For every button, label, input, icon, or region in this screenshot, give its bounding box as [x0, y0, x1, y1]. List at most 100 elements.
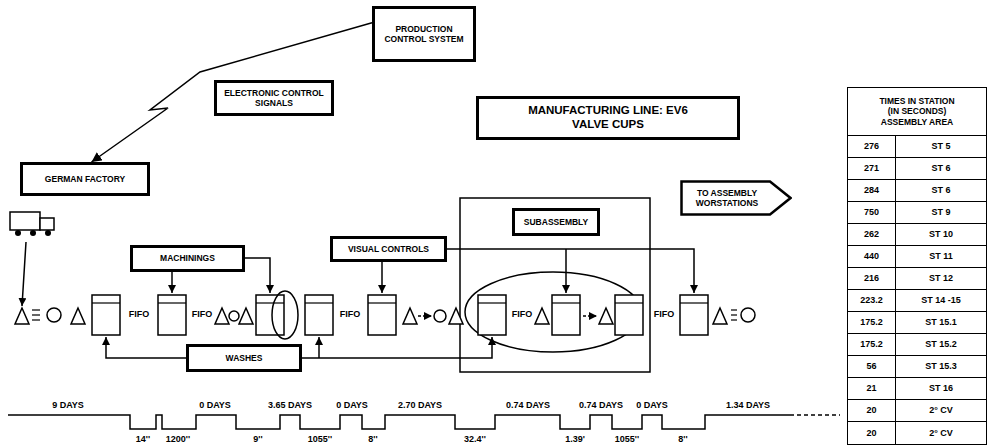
inventory-triangle — [535, 308, 549, 324]
node-text: VISUAL CONTROLS — [348, 244, 429, 254]
process-box — [368, 295, 396, 335]
table-cell: ST 9 — [896, 202, 986, 224]
inventory-triangle — [215, 308, 229, 324]
leader-arrow — [318, 337, 320, 358]
lead-time-days: 0 DAYS — [635, 400, 669, 411]
truck-icon — [10, 212, 40, 230]
shipment-arrow: TO ASSEMBLY WORSTATIONS — [680, 180, 792, 216]
push-circle — [47, 308, 61, 322]
leader-arrow — [381, 262, 383, 293]
station-time: 750 — [864, 207, 879, 218]
station-time: 175.2 — [860, 317, 883, 328]
table-header-cell: TIMES IN STATION (IN SECONDS) ASSEMBLY A… — [848, 88, 986, 136]
cycle-time: 14'' — [135, 434, 151, 445]
process-label-box: VISUAL CONTROLS — [330, 236, 447, 262]
station-time: 276 — [864, 141, 879, 152]
fifo-label: FIFO — [339, 309, 362, 320]
cycle-time: 1.39' — [564, 434, 586, 445]
inventory-triangle — [403, 308, 417, 324]
node-text-group: ELECTRONIC CONTROL SIGNALS — [221, 88, 327, 108]
title-group: MANUFACTURING LINE: EV6 VALVE CUPS — [513, 104, 703, 132]
supermarket-icon — [731, 314, 737, 315]
process-box — [478, 295, 506, 335]
table-cell: ST 16 — [896, 378, 986, 400]
station-name: ST 10 — [929, 229, 953, 240]
cycle-time: 9'' — [252, 434, 263, 445]
process-label-box: MACHININGS — [130, 245, 245, 272]
node-text: WASHES — [226, 353, 263, 363]
leader-arrow — [106, 337, 186, 358]
node-text: SUBASSEMBLY — [524, 217, 588, 227]
inventory-triangle — [599, 308, 613, 324]
title-text: MANUFACTURING LINE: EV6 VALVE CUPS — [513, 104, 703, 132]
station-name: ST 15.1 — [925, 317, 957, 328]
shipment-arrow — [22, 242, 26, 306]
node-text-group: VISUAL CONTROLS — [348, 244, 429, 254]
lead-time-days: 0 DAYS — [198, 400, 232, 411]
process-box-header — [368, 302, 396, 303]
inventory-triangle — [71, 308, 85, 324]
lead-time-days: 0 DAYS — [335, 400, 369, 411]
station-time: 262 — [864, 229, 879, 240]
table-cell: 284 — [848, 180, 896, 202]
table-cell: 2° CV — [896, 422, 986, 444]
station-name: ST 5 — [931, 141, 950, 152]
truck-icon — [40, 218, 54, 230]
node-text-group: SUBASSEMBLY — [524, 217, 588, 227]
table-cell: 440 — [848, 246, 896, 268]
station-time: 175.2 — [860, 339, 883, 350]
process-box-header — [92, 302, 120, 303]
table-cell: ST 10 — [896, 224, 986, 246]
lead-time-days: 0.74 DAYS — [505, 400, 551, 411]
leader-arrow — [565, 249, 567, 293]
station-time: 20 — [866, 428, 876, 439]
station-name: 2° CV — [929, 428, 953, 439]
station-time: 216 — [864, 273, 879, 284]
system-box: PRODUCTION CONTROL SYSTEM — [372, 6, 476, 62]
table-cell: 20 — [848, 400, 896, 422]
signal-connector — [92, 23, 373, 162]
supermarket-icon — [32, 314, 40, 315]
table-cell: ST 15.1 — [896, 312, 986, 334]
station-name: ST 12 — [929, 273, 953, 284]
process-box — [305, 295, 333, 335]
push-circle — [434, 310, 446, 322]
station-time: 20 — [866, 405, 876, 416]
node-text-group: PRODUCTION CONTROL SYSTEM — [379, 24, 469, 44]
table-cell: 223.2 — [848, 290, 896, 312]
truck-wheel — [45, 230, 51, 236]
cycle-time: 1055'' — [307, 434, 333, 445]
cycle-time: 32.4'' — [463, 434, 487, 445]
node-text-group: WASHES — [226, 353, 263, 363]
table-cell: 175.2 — [848, 312, 896, 334]
push-arrow — [418, 315, 432, 317]
station-time: 284 — [864, 185, 879, 196]
table-header: TIMES IN STATION (IN SECONDS) ASSEMBLY A… — [874, 96, 960, 127]
table-cell: 20 — [848, 422, 896, 444]
title-box: MANUFACTURING LINE: EV6 VALVE CUPS — [476, 96, 740, 140]
lead-time-days: 3.65 DAYS — [267, 400, 313, 411]
process-box — [615, 295, 643, 335]
station-time: 440 — [864, 251, 879, 262]
node-text: MACHININGS — [160, 253, 215, 263]
process-box-header — [305, 302, 333, 303]
supermarket-icon — [731, 309, 737, 310]
push-arrow — [583, 315, 597, 317]
node-text: ELECTRONIC CONTROL SIGNALS — [221, 88, 327, 108]
leader-arrow — [245, 258, 270, 293]
leader-arrow — [447, 249, 694, 293]
cycle-time: 1200'' — [165, 434, 191, 445]
station-time: 21 — [866, 383, 876, 394]
node-text: PRODUCTION CONTROL SYSTEM — [379, 24, 469, 44]
table-cell: ST 14 -15 — [896, 290, 986, 312]
table-frame — [848, 88, 986, 444]
station-name: ST 6 — [931, 163, 950, 174]
table-cell: ST 6 — [896, 180, 986, 202]
process-label-box: WASHES — [186, 344, 302, 372]
supplier-box: GERMAN FACTORY — [20, 162, 150, 196]
node-text: TO ASSEMBLY WORSTATIONS — [688, 188, 766, 208]
station-name: ST 14 -15 — [921, 295, 961, 306]
table-cell: 262 — [848, 224, 896, 246]
